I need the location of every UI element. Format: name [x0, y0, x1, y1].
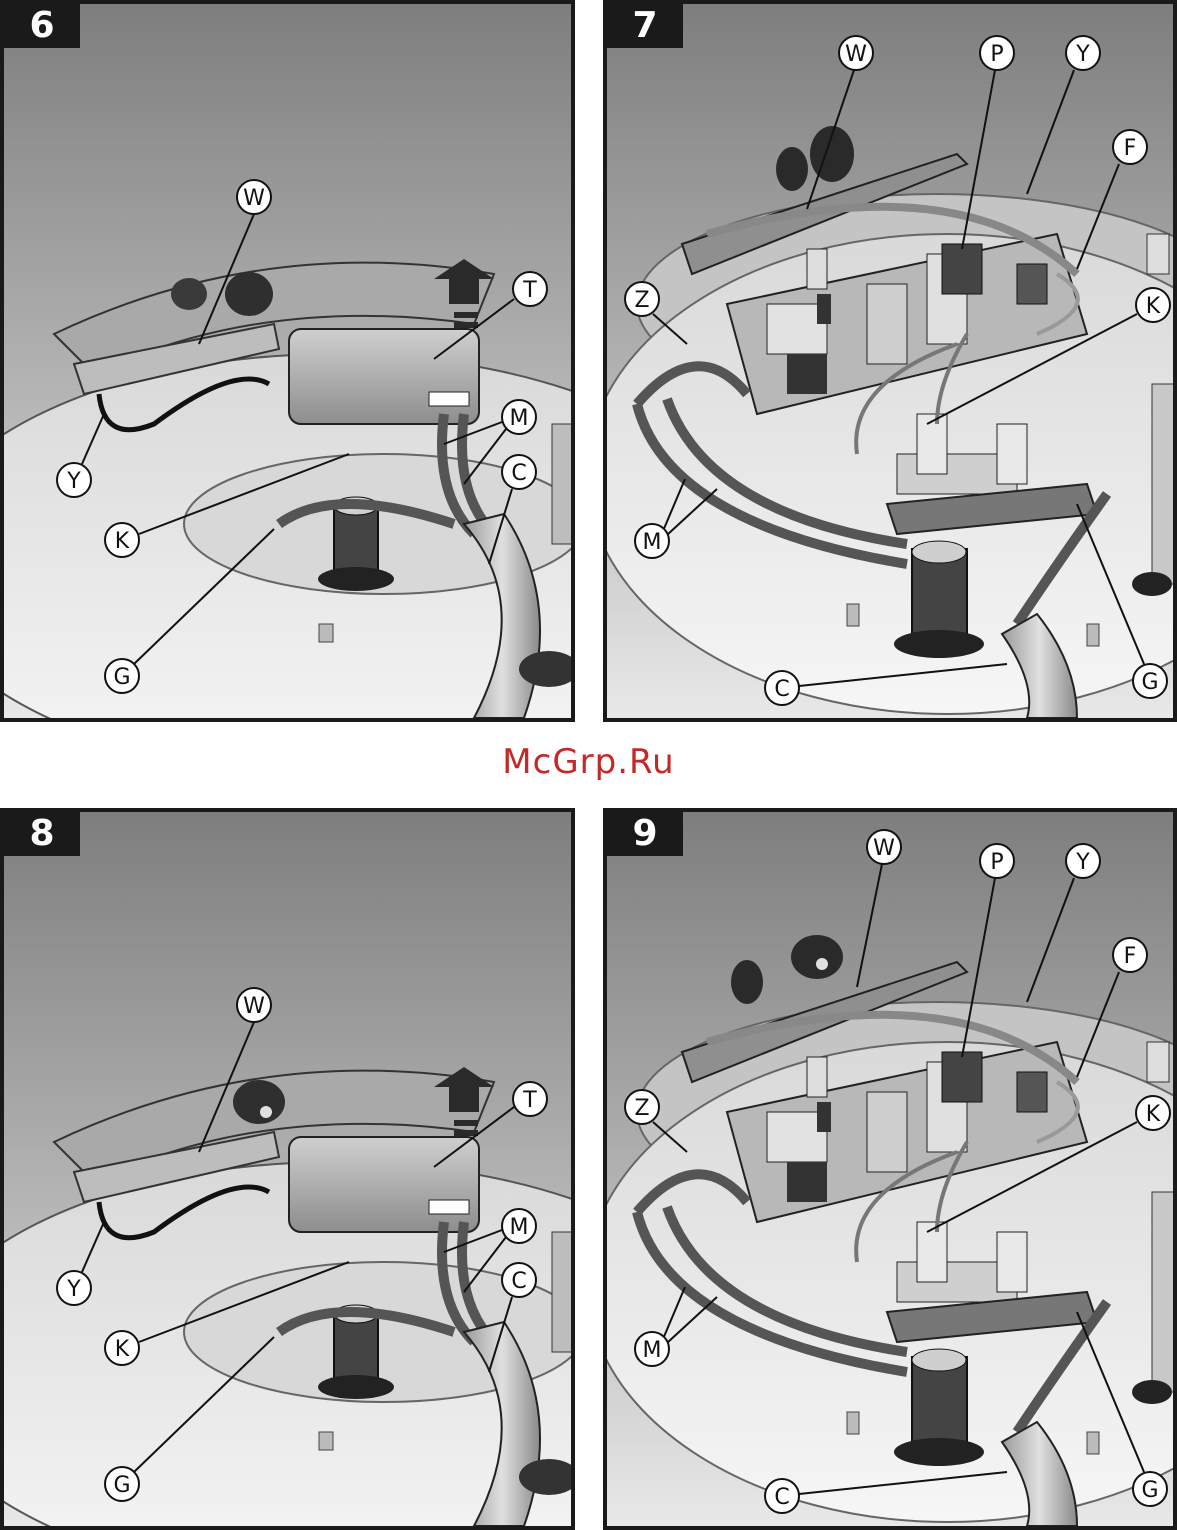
label-w: W — [873, 836, 895, 861]
callout-z: Z — [625, 282, 687, 344]
callout-k: K — [927, 288, 1170, 424]
label-y: Y — [1075, 850, 1090, 875]
label-w: W — [243, 994, 265, 1019]
callout-m: M — [635, 1287, 717, 1366]
callout-f: F — [1077, 938, 1147, 1077]
watermark-text: McGrp.Ru — [0, 742, 1177, 782]
callout-c: C — [489, 1263, 536, 1372]
label-k: K — [1146, 294, 1161, 319]
callout-g: G — [1077, 1312, 1167, 1506]
label-z: Z — [634, 1096, 649, 1121]
label-t: T — [522, 1088, 537, 1113]
callout-g: G — [1077, 504, 1167, 698]
label-w: W — [845, 42, 867, 67]
callout-c: C — [765, 664, 1007, 705]
callout-y: Y — [57, 414, 104, 497]
callouts-step-7: W P Y F Z K M — [607, 4, 1173, 718]
callout-c: C — [489, 455, 536, 564]
callout-y: Y — [57, 1222, 104, 1305]
label-y: Y — [1075, 42, 1090, 67]
label-z: Z — [634, 288, 649, 313]
callout-k: K — [105, 1262, 349, 1365]
callout-y: Y — [1027, 844, 1100, 1002]
label-p: P — [990, 850, 1003, 875]
callout-k: K — [927, 1096, 1170, 1232]
panel-step-8: 8 W T M C Y K — [0, 808, 575, 1530]
label-p: P — [990, 42, 1003, 67]
callouts-step-6: W T M C Y K G — [4, 4, 571, 718]
label-g: G — [1141, 1478, 1158, 1503]
callout-f: F — [1077, 130, 1147, 269]
label-g: G — [113, 665, 130, 690]
label-k: K — [1146, 1102, 1161, 1127]
callout-p: P — [962, 844, 1014, 1057]
panel-step-6: 6 W T M C Y K — [0, 0, 575, 722]
callout-w: W — [199, 180, 271, 344]
callouts-step-8: W T M C Y K G — [4, 812, 571, 1526]
label-y: Y — [66, 1277, 81, 1302]
label-m: M — [643, 530, 662, 555]
callout-k: K — [105, 454, 349, 557]
callout-m: M — [635, 479, 717, 558]
label-m: M — [510, 406, 529, 431]
callout-p: P — [962, 36, 1014, 249]
callout-c: C — [765, 1472, 1007, 1513]
label-c: C — [774, 677, 789, 702]
callout-t: T — [434, 1082, 547, 1167]
label-y: Y — [66, 469, 81, 494]
callout-w: W — [199, 988, 271, 1152]
label-k: K — [115, 1337, 130, 1362]
label-k: K — [115, 529, 130, 554]
callout-z: Z — [625, 1090, 687, 1152]
callout-w: W — [807, 36, 873, 209]
callout-w: W — [857, 830, 901, 987]
callout-t: T — [434, 272, 547, 359]
label-f: F — [1124, 944, 1137, 969]
panel-step-9: 9 W P Y F Z K — [603, 808, 1177, 1530]
label-c: C — [511, 1269, 526, 1294]
label-w: W — [243, 186, 265, 211]
label-g: G — [1141, 670, 1158, 695]
label-m: M — [510, 1215, 529, 1240]
label-c: C — [511, 461, 526, 486]
panel-step-7: 7 W P Y F Z K — [603, 0, 1177, 722]
callouts-step-9: W P Y F Z K M — [607, 812, 1173, 1526]
callout-y: Y — [1027, 36, 1100, 194]
label-m: M — [643, 1338, 662, 1363]
label-t: T — [522, 278, 537, 303]
label-g: G — [113, 1473, 130, 1498]
label-f: F — [1124, 136, 1137, 161]
label-c: C — [774, 1485, 789, 1510]
